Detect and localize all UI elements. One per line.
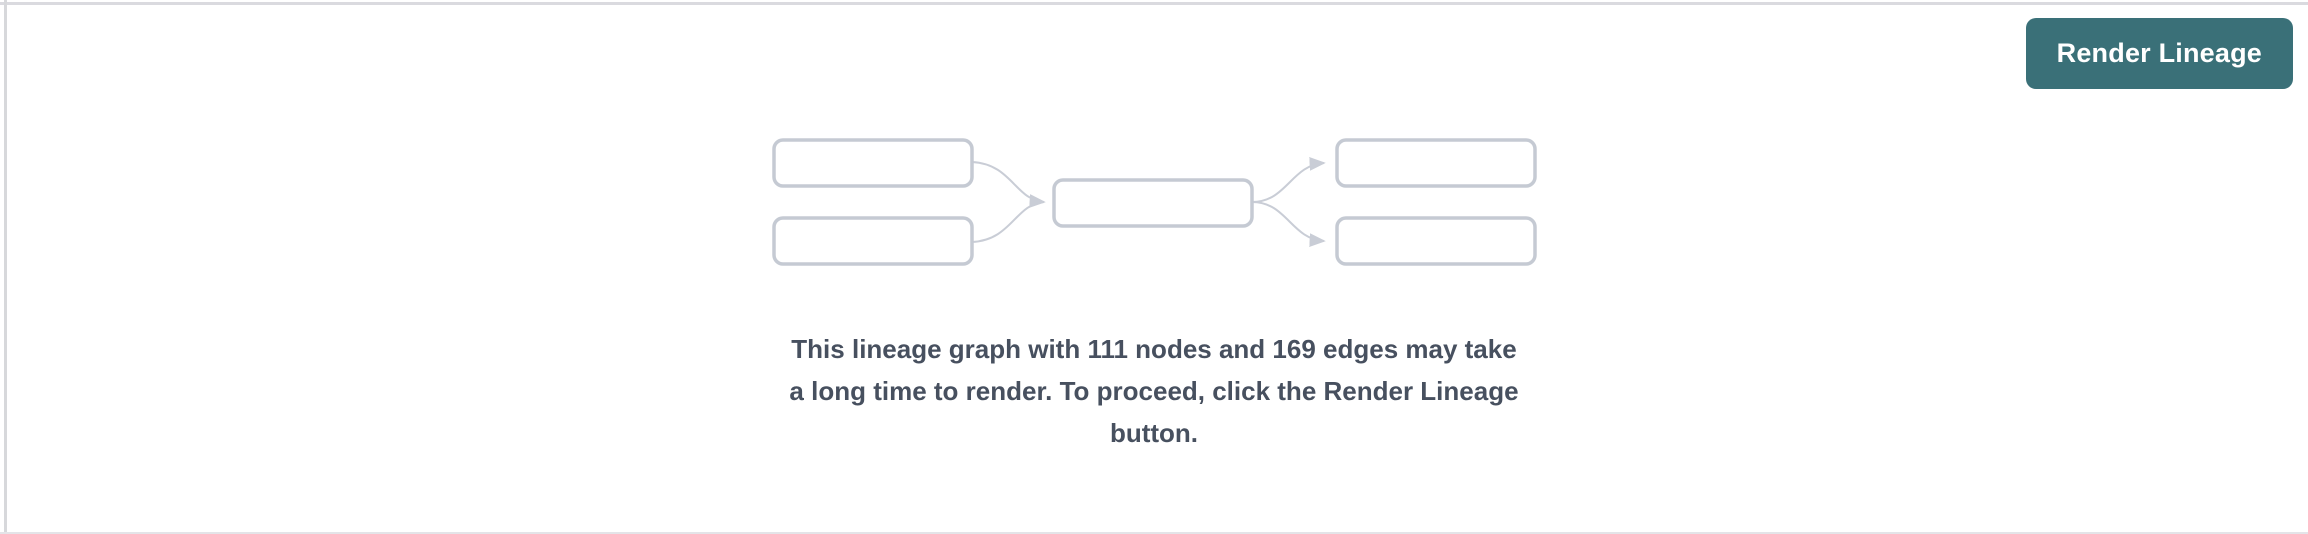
lineage-empty-state: This lineage graph with 111 nodes and 16…: [744, 132, 1564, 454]
graph-node: [1335, 138, 1537, 188]
render-lineage-button[interactable]: Render Lineage: [2025, 18, 2293, 89]
graph-node: [772, 138, 974, 188]
graph-edges: [971, 157, 1326, 247]
pane-top-border: [0, 2, 2308, 5]
warning-line: a long time to render. To proceed, click…: [789, 376, 1519, 406]
warning-line: button.: [1109, 418, 1199, 448]
graph-node: [1335, 216, 1537, 266]
pane-left-border: [4, 0, 7, 534]
graph-node: [1052, 178, 1254, 228]
warning-line: This lineage graph with 111 nodes and 16…: [791, 334, 1517, 364]
pane-bottom-border: [0, 532, 2308, 534]
render-warning-message: This lineage graph with 111 nodes and 16…: [744, 328, 1564, 454]
graph-nodes: [772, 138, 1537, 266]
graph-node: [772, 216, 974, 266]
lineage-graph-icon: [772, 138, 1537, 266]
